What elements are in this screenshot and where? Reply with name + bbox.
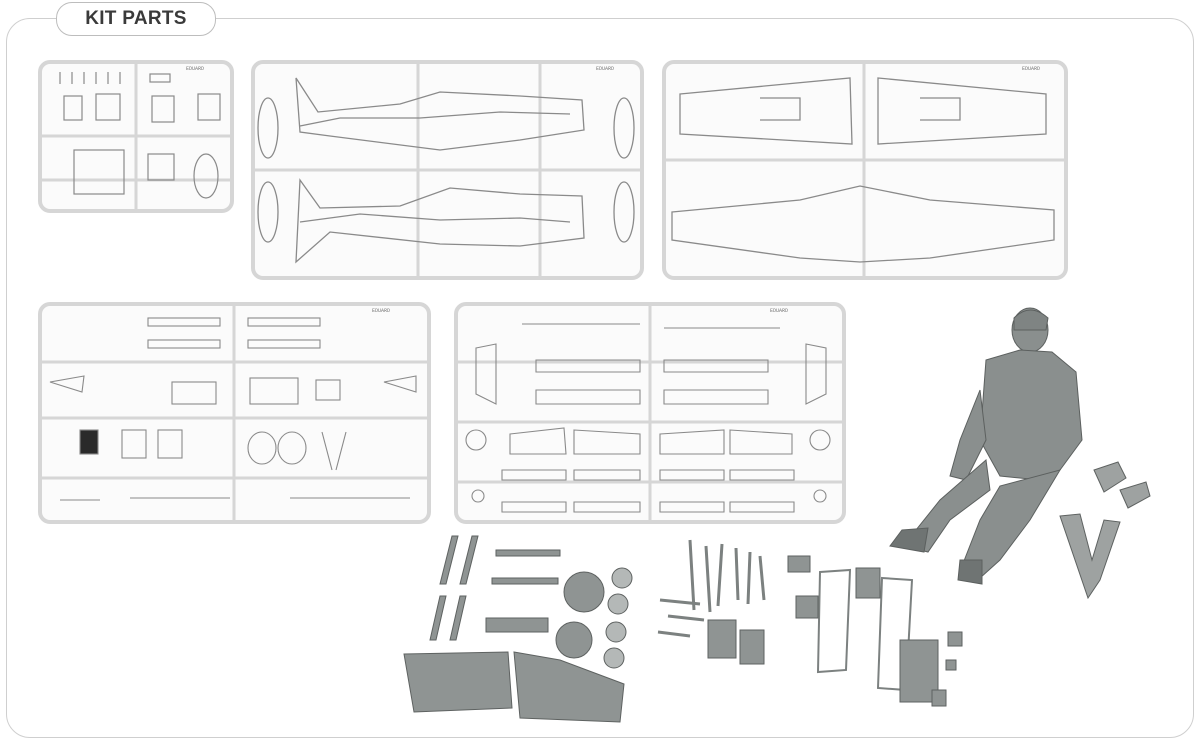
- runner-wings: [664, 62, 1066, 278]
- clear-parts-group: [59, 72, 221, 199]
- sprue-code-clear: EDUARD: [186, 66, 205, 72]
- detail-parts: [49, 317, 417, 501]
- tail-parts: [465, 323, 831, 513]
- pilot-figure: [889, 307, 1083, 585]
- sprue-code-details: EDUARD: [372, 308, 391, 314]
- resin-parts-group: [403, 461, 1151, 723]
- resin-wheel-1: [563, 571, 605, 613]
- section-title-text: KIT PARTS: [85, 8, 187, 29]
- runner-clear: [40, 62, 232, 211]
- wing-parts: [671, 77, 1055, 263]
- resin-wheel-2: [555, 621, 593, 659]
- runner-fuselage: [253, 62, 642, 278]
- sprue-code-wings: EDUARD: [1022, 66, 1041, 72]
- resin-wheel-well-right: [513, 651, 625, 723]
- sprue-code-fuselage: EDUARD: [596, 66, 615, 72]
- sprue-code-tail: EDUARD: [770, 308, 789, 314]
- resin-wheel-well-left: [403, 651, 513, 713]
- fuselage-halves: [257, 77, 635, 264]
- section-title: KIT PARTS: [56, 2, 216, 36]
- runner-tail: [456, 304, 844, 522]
- runner-details: [40, 304, 429, 522]
